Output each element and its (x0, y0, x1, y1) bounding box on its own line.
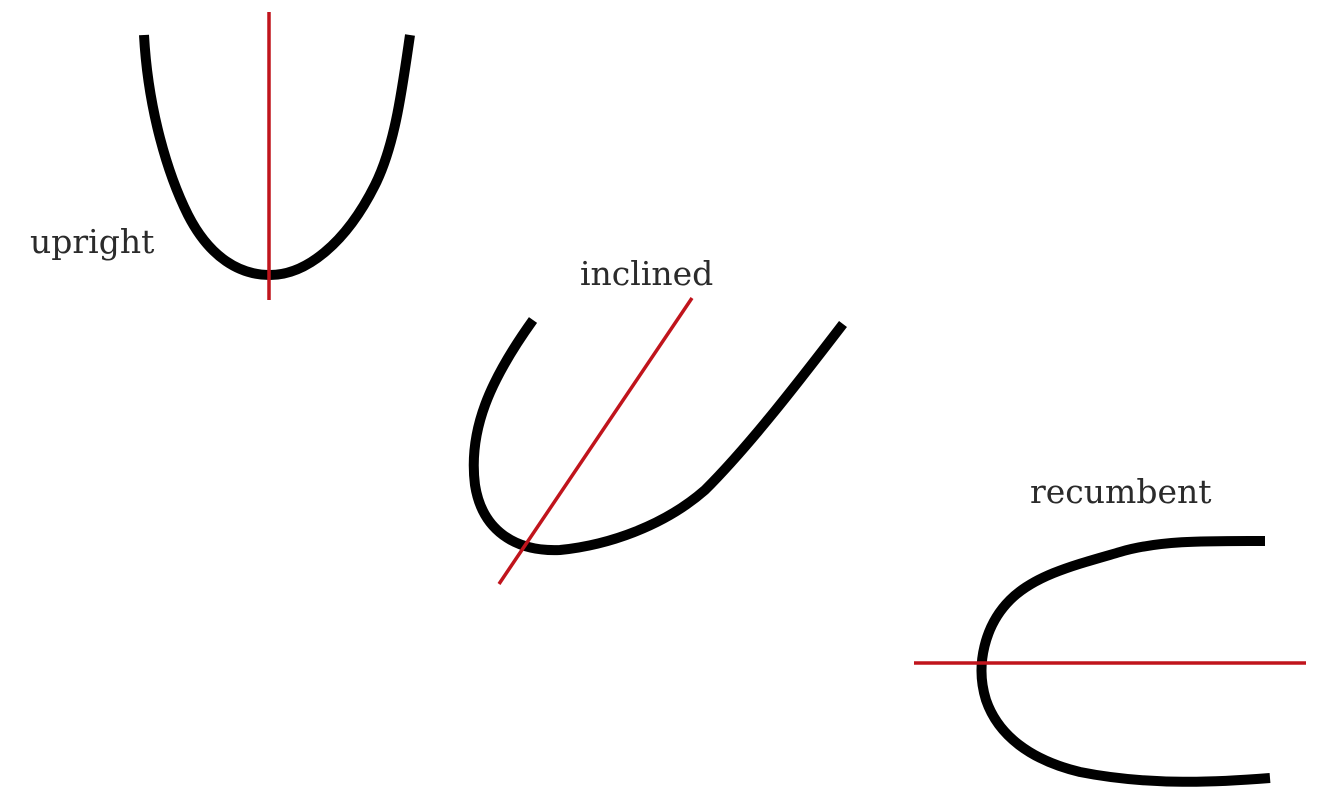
recumbent-fold: recumbent (914, 472, 1306, 787)
upright-fold: upright (30, 12, 415, 300)
upright-label: upright (30, 222, 154, 261)
inclined-label: inclined (580, 254, 713, 293)
inclined-axial-plane (497, 297, 694, 585)
upright-fold-curve (139, 34, 415, 280)
recumbent-fold-curve (976, 535, 1271, 787)
inclined-fold: inclined (468, 254, 847, 585)
inclined-fold-curve (468, 317, 847, 556)
recumbent-label: recumbent (1030, 472, 1212, 511)
